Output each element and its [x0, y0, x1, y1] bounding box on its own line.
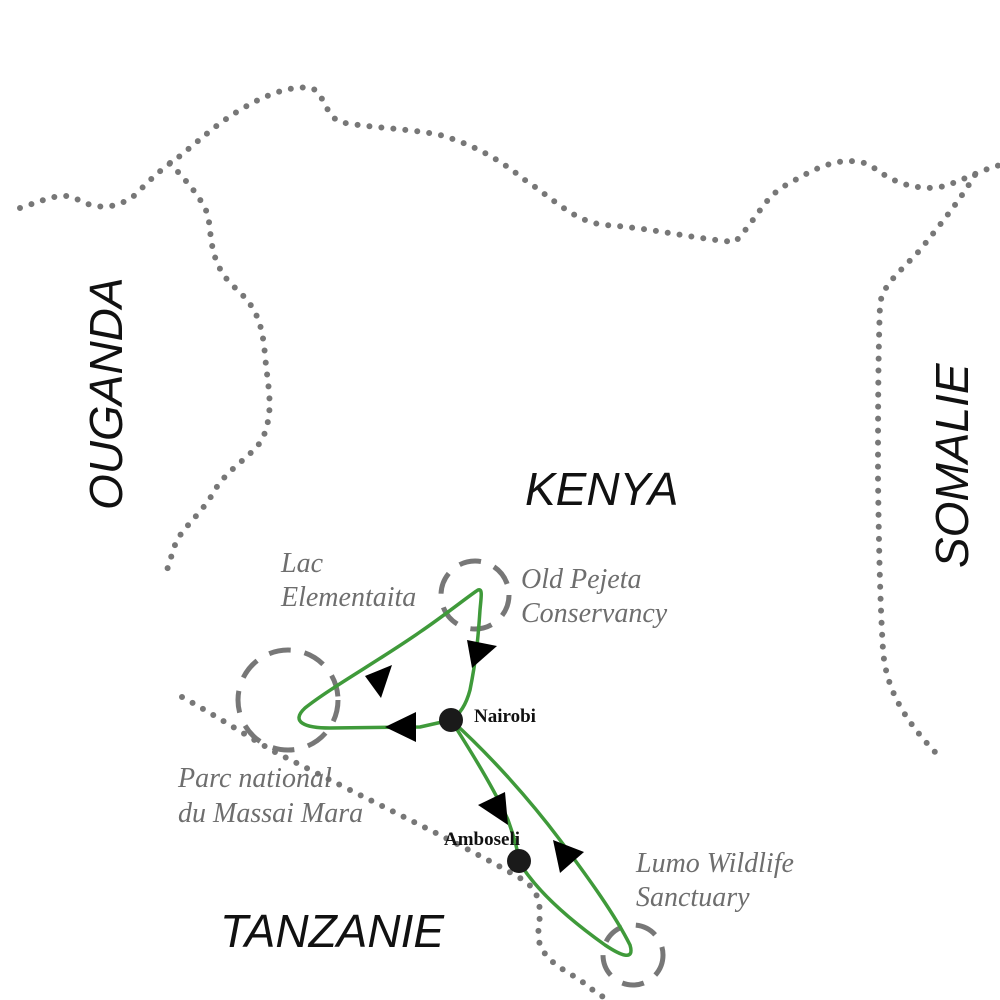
- route-arrow-icon: [553, 840, 584, 873]
- route-arrow-icon: [365, 665, 392, 698]
- somalia-label: SOMALIE: [926, 362, 978, 568]
- route-arrow-icon: [385, 712, 416, 742]
- tanzania-border: [179, 694, 608, 1000]
- lumo-label-line2: Sanctuary: [636, 882, 750, 913]
- elementaita-label-line2: Elementaita: [280, 582, 416, 613]
- safari-route: [297, 588, 633, 957]
- amboseli-label: Amboseli: [444, 829, 520, 850]
- park-zones: [235, 558, 666, 988]
- massai-mara-zone: [235, 647, 341, 753]
- amboseli-marker: [507, 849, 531, 873]
- route-arrow-icon: [467, 640, 497, 668]
- elementaita-label-line1: Lac: [280, 548, 324, 579]
- kenya-label: KENYA: [525, 463, 678, 515]
- uganda-label: OUGANDA: [80, 277, 132, 510]
- massai-mara-label-line2: du Massai Mara: [178, 798, 363, 829]
- route-north-loop: [297, 588, 483, 730]
- country-borders: [17, 84, 1000, 1000]
- old-pejeta-label-line2: Conservancy: [521, 598, 668, 629]
- nairobi-marker: [439, 708, 463, 732]
- uganda-border: [162, 160, 273, 578]
- tanzania-label: TANZANIE: [220, 905, 445, 957]
- lumo-zone: [600, 922, 666, 988]
- route-arrow-icon: [478, 792, 508, 825]
- old-pejeta-label-line1: Old Pejeta: [521, 564, 642, 595]
- lumo-label-line1: Lumo Wildlife: [635, 848, 794, 879]
- route-south-loop: [449, 718, 633, 957]
- nairobi-label: Nairobi: [474, 706, 536, 727]
- labels: KENYA OUGANDA SOMALIE TANZANIE Nairobi A…: [80, 277, 978, 957]
- kenya-north-border: [17, 84, 1000, 246]
- old-pejeta-zone: [438, 558, 512, 632]
- somalia-border: [874, 172, 978, 755]
- massai-mara-label-line1: Parc national: [177, 763, 332, 794]
